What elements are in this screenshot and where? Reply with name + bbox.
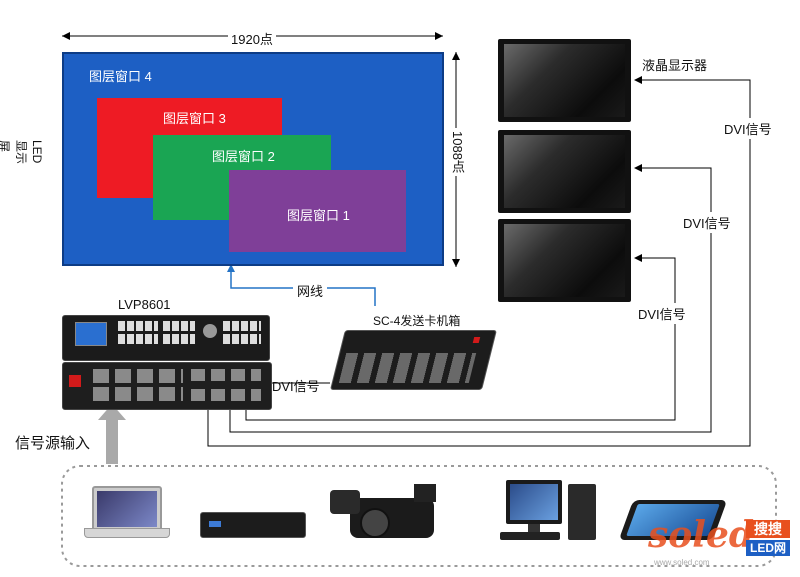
arrow-up: [452, 52, 460, 60]
width-label: 1920点: [228, 29, 276, 48]
arrow-down: [452, 259, 460, 267]
network-label: 网线: [293, 281, 328, 300]
lcd-monitor-2: [498, 130, 631, 213]
dvd-player-icon: [200, 512, 306, 538]
laptop-icon: [84, 486, 170, 538]
window-4-label: 图层窗口 4: [89, 69, 152, 84]
source-box: [61, 465, 777, 567]
window-2-label: 图层窗口 2: [212, 149, 275, 164]
soled-logo: soled 搜搜 LED网 www.soled.com: [648, 512, 794, 570]
network-arrow: [227, 264, 235, 272]
dvi-label-2: DVI信号: [683, 212, 731, 233]
dvi-label-3: DVI信号: [638, 303, 686, 324]
dvi-label-4: DVI信号: [272, 379, 320, 394]
sender-label: SC-4发送卡机箱: [373, 314, 461, 328]
input-arrow-shaft: [106, 418, 118, 464]
dvi-line-monitor-2: [229, 167, 712, 433]
input-label: 信号源输入: [15, 435, 91, 452]
height-label: 1088点: [448, 128, 467, 176]
led-side-label: LED 显示屏: [0, 140, 44, 165]
arrow-right: [435, 32, 443, 40]
processor-back: [62, 362, 272, 410]
lcd-monitor-3: [498, 219, 631, 302]
lcd-monitor-1: [498, 39, 631, 122]
desktop-pc-icon: [500, 480, 600, 544]
window-3-label: 图层窗口 3: [163, 111, 226, 126]
dvi-line-monitor-1: [207, 79, 751, 447]
processor-label: LVP8601: [118, 297, 171, 312]
window-1: [229, 170, 406, 252]
sender-chassis: [330, 330, 497, 390]
dvi-label-1: DVI信号: [724, 118, 772, 139]
window-1-label: 图层窗口 1: [287, 208, 350, 223]
camcorder-icon: [330, 484, 440, 544]
lcd-label: 液晶显示器: [642, 58, 708, 73]
input-arrow-head: [98, 404, 126, 420]
arrow-left: [62, 32, 70, 40]
processor-front: [62, 315, 270, 361]
